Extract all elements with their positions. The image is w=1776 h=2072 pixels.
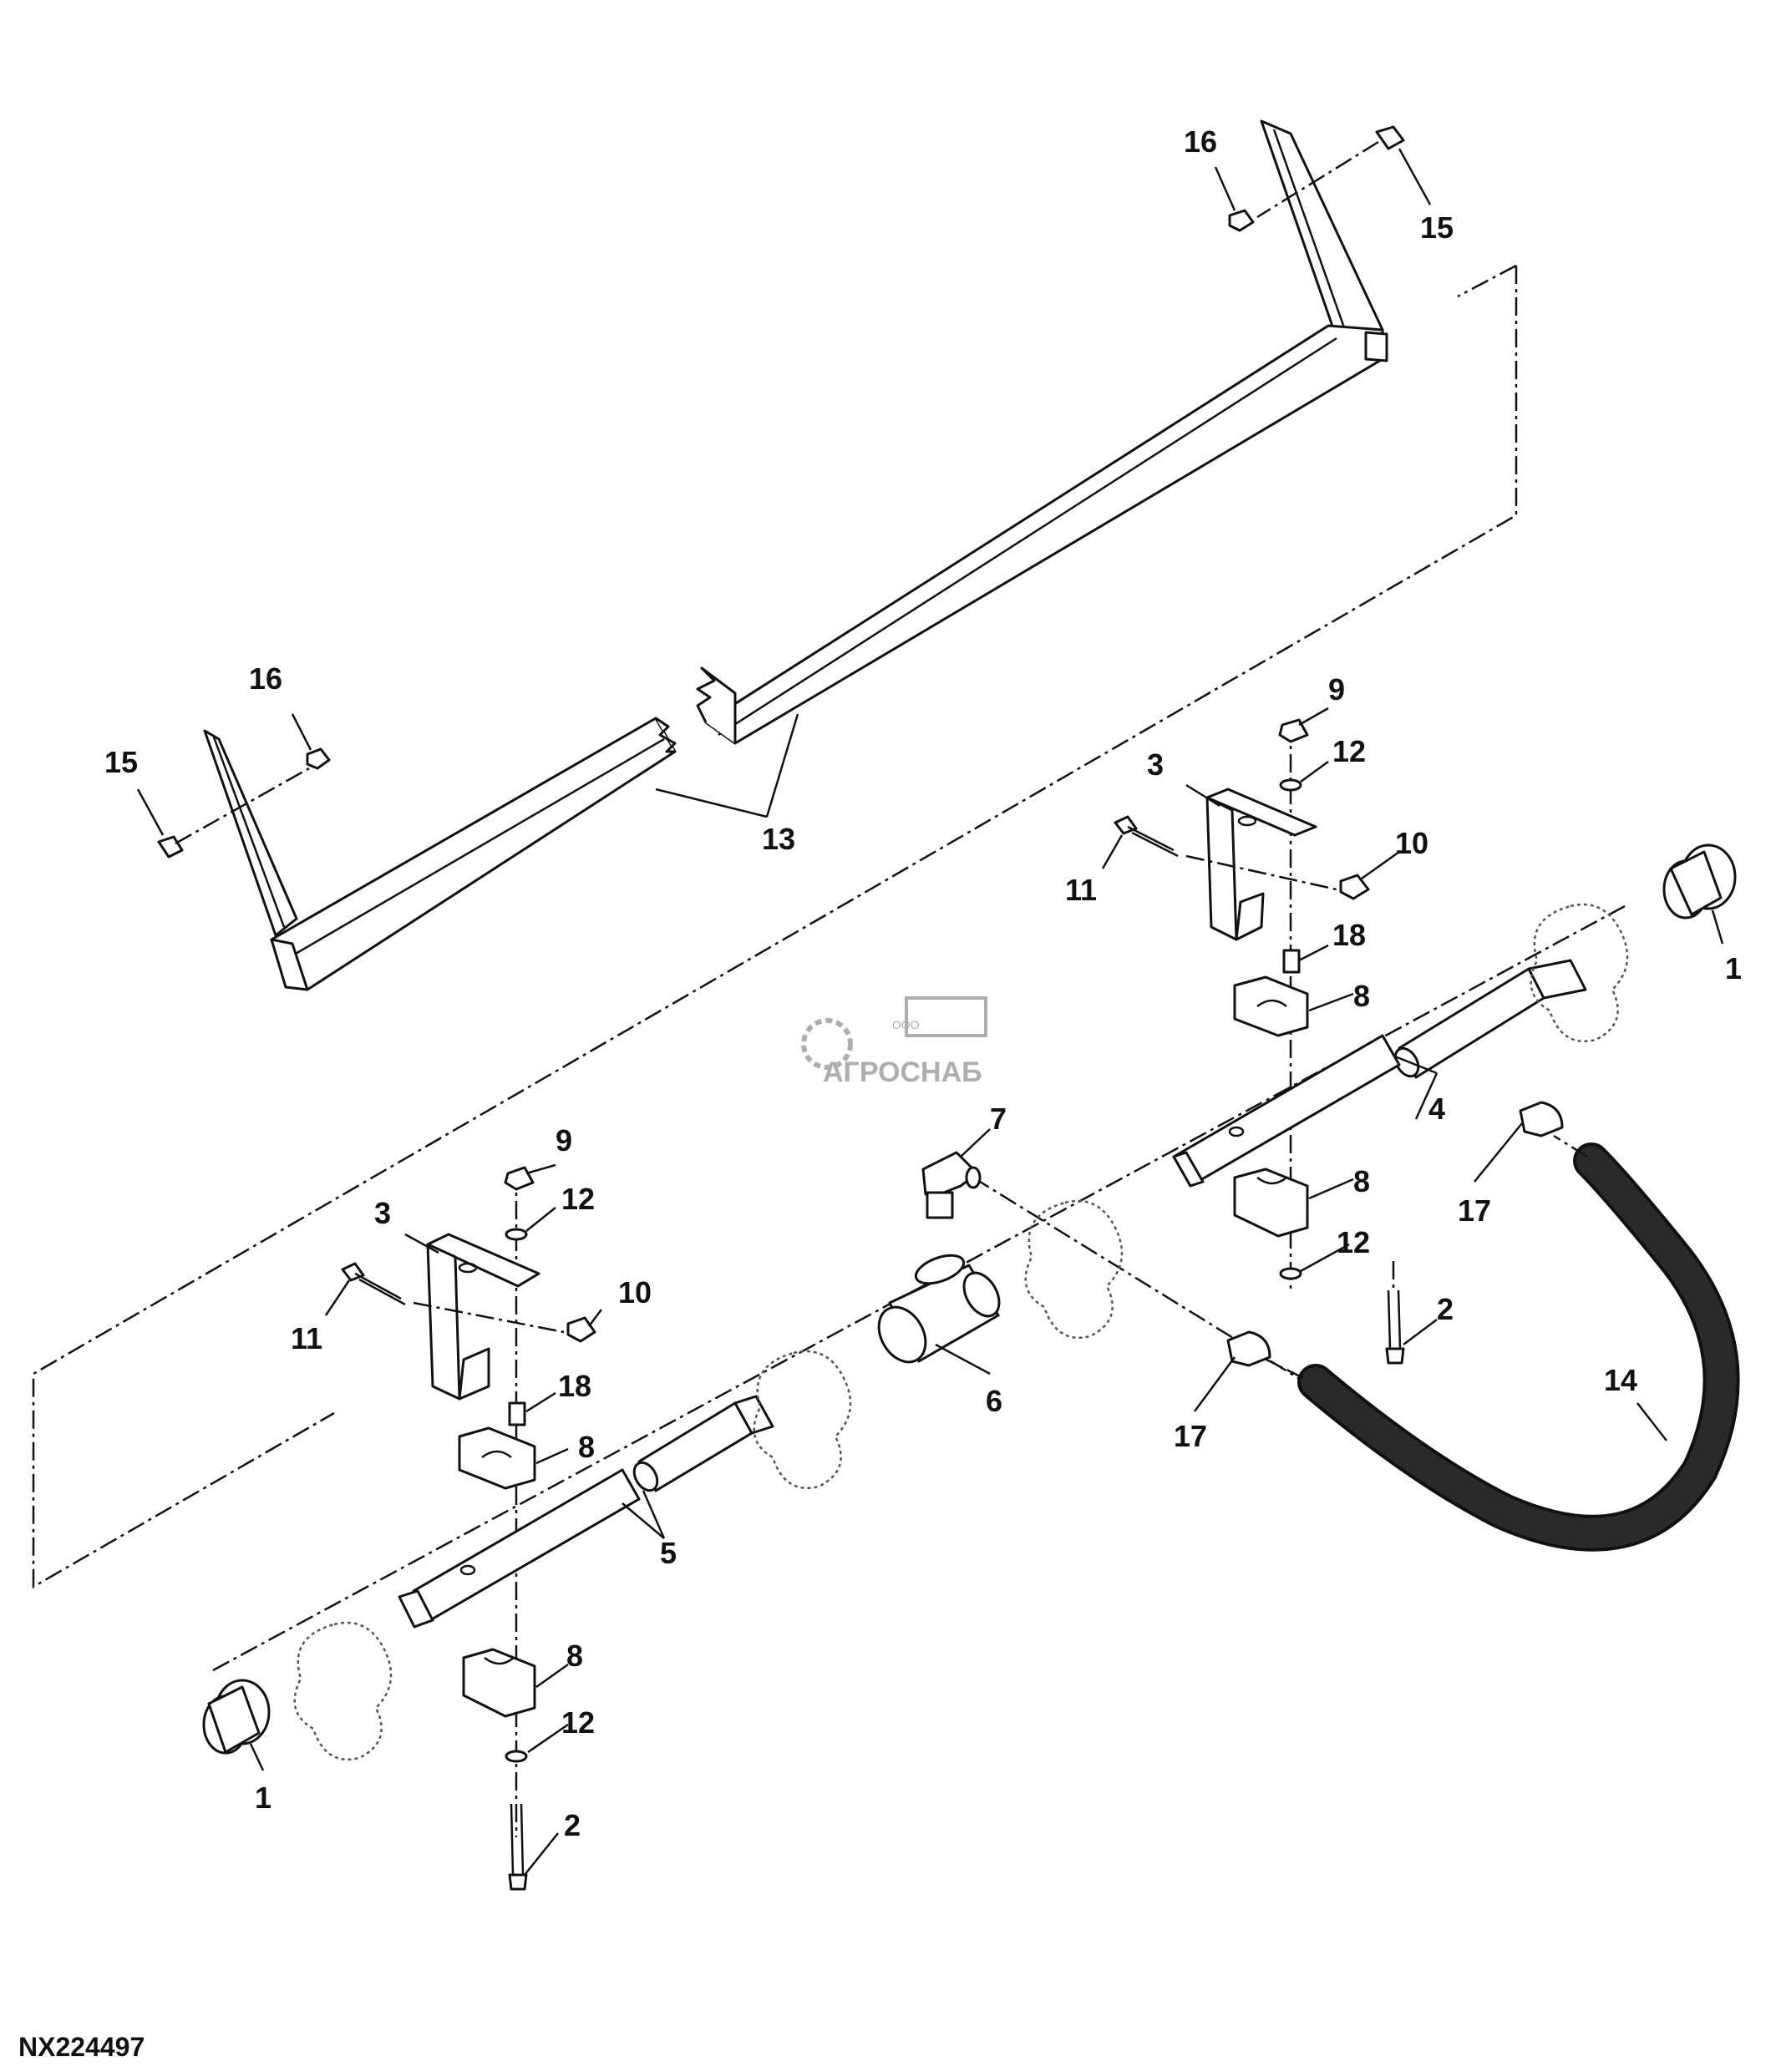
callout-16-left: 16 [249,661,282,696]
callout-10-left: 10 [618,1275,652,1310]
callout-2-right: 2 [1437,1292,1454,1326]
figure-id: NX224497 [18,2032,145,2062]
pipe-4 [1172,959,1587,1188]
callout-8-right-bot: 8 [1353,1164,1370,1198]
left-bracket-stack [341,1166,596,1891]
end-cap-1-right [1662,843,1737,919]
end-cap-1-left [202,1679,271,1755]
callout-12-right-bot: 12 [1337,1225,1370,1259]
callout-6: 6 [986,1384,1002,1418]
callout-12-left-top: 12 [561,1182,595,1216]
callout-3-left: 3 [374,1196,391,1230]
callout-8-left-top: 8 [578,1430,595,1464]
callout-15-right: 15 [1420,210,1454,245]
bolt-2-right [1385,1261,1405,1365]
nut-16-left [306,747,331,770]
nut-16-right [1228,209,1255,232]
bolt-15-left [157,767,310,859]
pipe-5 [398,1395,774,1629]
callout-7: 7 [990,1102,1007,1136]
clamp-17-upper [1519,1101,1564,1137]
callout-14: 14 [1604,1363,1637,1397]
callout-9-left: 9 [556,1123,572,1158]
callout-13: 13 [762,822,795,856]
callout-17-left: 17 [1174,1419,1207,1453]
callout-16-right: 16 [1184,124,1217,159]
callout-9-right: 9 [1328,672,1345,707]
frame-right-half [696,119,1388,745]
callout-4: 4 [1428,1092,1445,1126]
callout-11-right: 11 [1065,873,1097,907]
callouts: 16 15 16 15 13 9 12 3 10 11 18 8 1 4 7 1… [104,124,1742,1842]
callout-3-right: 3 [1147,747,1164,782]
callout-8-right-top: 8 [1353,979,1370,1013]
hose-14 [1261,1134,1740,1552]
callout-10-right: 10 [1395,826,1428,860]
watermark-prefix: ООО [892,1018,920,1031]
watermark-logo: ООО АГРОСНАБ [801,996,987,1088]
bolt-15-right [1256,125,1405,219]
callout-2-left: 2 [564,1808,581,1842]
right-bracket-stack [1114,718,1370,1290]
callout-18-right: 18 [1332,918,1366,952]
leader-lines [136,148,1724,1876]
elbow-7 [921,1151,982,1219]
callout-1-left: 1 [255,1781,271,1815]
callout-18-left: 18 [558,1369,591,1403]
callout-11-left: 11 [291,1321,322,1355]
callout-15-left: 15 [104,745,138,779]
frame-left-half [203,717,677,991]
callout-5: 5 [660,1536,677,1570]
callout-12-left-bot: 12 [561,1705,595,1740]
callout-1-right: 1 [1725,951,1742,985]
watermark-brand: АГРОСНАБ [823,1056,982,1088]
ghost-nozzles [293,903,1629,1760]
callout-12-right-top: 12 [1332,734,1366,768]
callout-17-right: 17 [1458,1193,1491,1228]
assembly-boundary [32,264,1518,1589]
tee-6 [877,1254,1001,1364]
callout-8-left-bot: 8 [566,1639,583,1673]
clamp-17-lower [1226,1330,1271,1367]
